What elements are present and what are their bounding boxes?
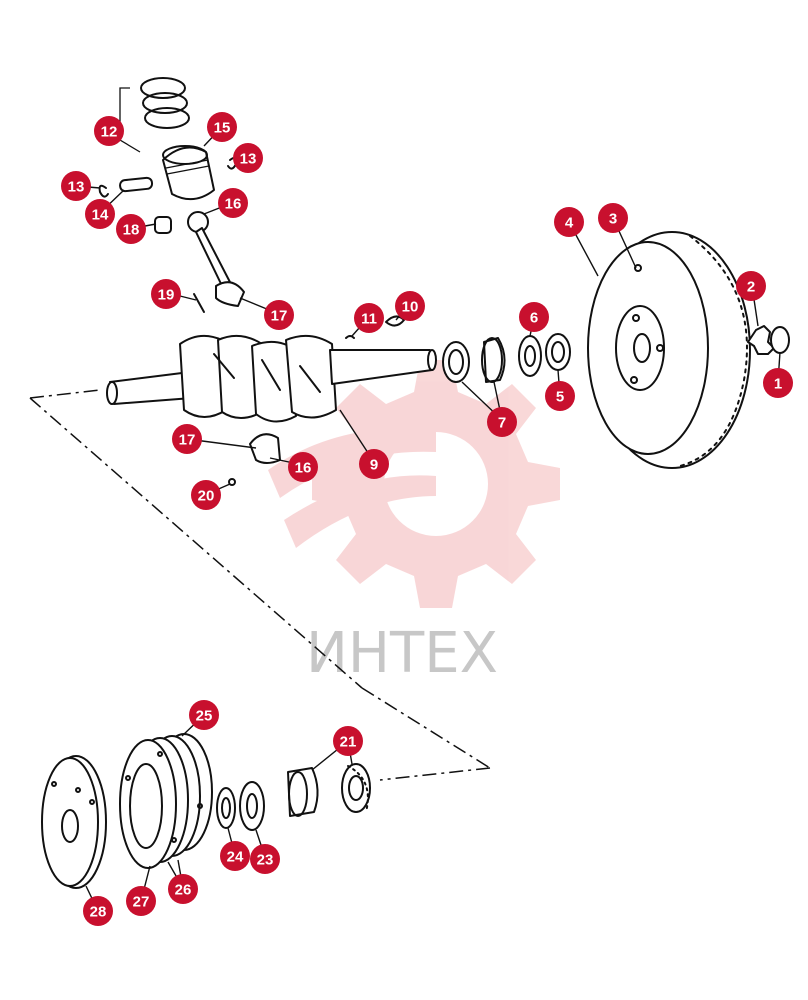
svg-text:25: 25 (196, 708, 213, 725)
rod-bolt (193, 293, 205, 313)
label-15: 15 (207, 112, 237, 142)
piston-pin (119, 176, 154, 193)
svg-text:17: 17 (179, 432, 196, 449)
connecting-rod (187, 211, 245, 307)
svg-text:9: 9 (370, 457, 378, 474)
label-28: 28 (83, 896, 113, 926)
svg-text:4: 4 (565, 215, 574, 232)
svg-text:17: 17 (271, 308, 288, 325)
svg-text:19: 19 (158, 287, 175, 304)
label-27: 27 (126, 886, 156, 916)
label-1: 1 (763, 368, 793, 398)
label-12: 12 (94, 116, 124, 146)
label-7: 7 (487, 407, 517, 437)
label-11: 11 (354, 303, 384, 333)
svg-text:18: 18 (123, 222, 140, 239)
key (345, 335, 355, 339)
pressure-plate (41, 755, 107, 889)
svg-text:16: 16 (295, 460, 312, 477)
callout-labels: 1 2 3 4 5 6 7 9 10 11 12 13 13 14 15 16 … (61, 112, 793, 926)
label-17-top: 17 (264, 300, 294, 330)
label-21: 21 (333, 726, 363, 756)
svg-text:1: 1 (774, 376, 782, 393)
rear-bearing (287, 763, 371, 817)
piston-rings (119, 77, 190, 153)
label-16-bottom: 16 (288, 452, 318, 482)
crankshaft (106, 334, 437, 423)
svg-text:12: 12 (101, 124, 118, 141)
plug (228, 478, 236, 486)
svg-text:26: 26 (175, 882, 192, 899)
woodruff-key (385, 315, 405, 327)
seal-and-ring (216, 781, 265, 831)
svg-text:23: 23 (257, 852, 274, 869)
piston (162, 145, 215, 201)
svg-text:24: 24 (227, 849, 244, 866)
svg-text:7: 7 (498, 415, 506, 432)
watermark-text: ИНТЕХ (306, 621, 498, 686)
label-20: 20 (191, 480, 221, 510)
svg-text:5: 5 (556, 389, 564, 406)
label-24: 24 (220, 841, 250, 871)
label-16-top: 16 (218, 188, 248, 218)
label-17-bottom: 17 (172, 424, 202, 454)
svg-text:27: 27 (133, 894, 150, 911)
label-26: 26 (168, 874, 198, 904)
label-18: 18 (116, 214, 146, 244)
label-19: 19 (151, 279, 181, 309)
svg-text:3: 3 (609, 211, 617, 228)
label-13-right: 13 (233, 143, 263, 173)
flywheel-nut (770, 326, 790, 354)
label-3: 3 (598, 203, 628, 233)
flywheel (587, 231, 751, 469)
label-9: 9 (359, 449, 389, 479)
label-23: 23 (250, 844, 280, 874)
svg-text:2: 2 (747, 279, 755, 296)
bearing-and-seal (518, 333, 571, 377)
svg-text:11: 11 (361, 311, 377, 328)
small-end-bush (154, 216, 172, 234)
svg-text:15: 15 (214, 120, 231, 137)
clutch-plates (119, 733, 213, 869)
label-2: 2 (736, 271, 766, 301)
svg-text:13: 13 (240, 151, 257, 168)
label-25: 25 (189, 700, 219, 730)
assembly-lines (29, 389, 491, 781)
svg-text:6: 6 (530, 310, 538, 327)
svg-text:10: 10 (402, 299, 419, 316)
svg-text:21: 21 (340, 734, 357, 751)
label-5: 5 (545, 381, 575, 411)
svg-text:14: 14 (92, 207, 109, 224)
svg-text:13: 13 (68, 179, 85, 196)
label-10: 10 (395, 291, 425, 321)
svg-text:28: 28 (90, 904, 107, 921)
svg-text:16: 16 (225, 196, 242, 213)
lock-washer (747, 325, 775, 355)
circlip-left (98, 184, 109, 198)
label-6: 6 (519, 302, 549, 332)
label-13-left: 13 (61, 171, 91, 201)
svg-text:20: 20 (198, 488, 215, 505)
front-bearing (442, 337, 506, 383)
label-4: 4 (554, 207, 584, 237)
label-14: 14 (85, 199, 115, 229)
